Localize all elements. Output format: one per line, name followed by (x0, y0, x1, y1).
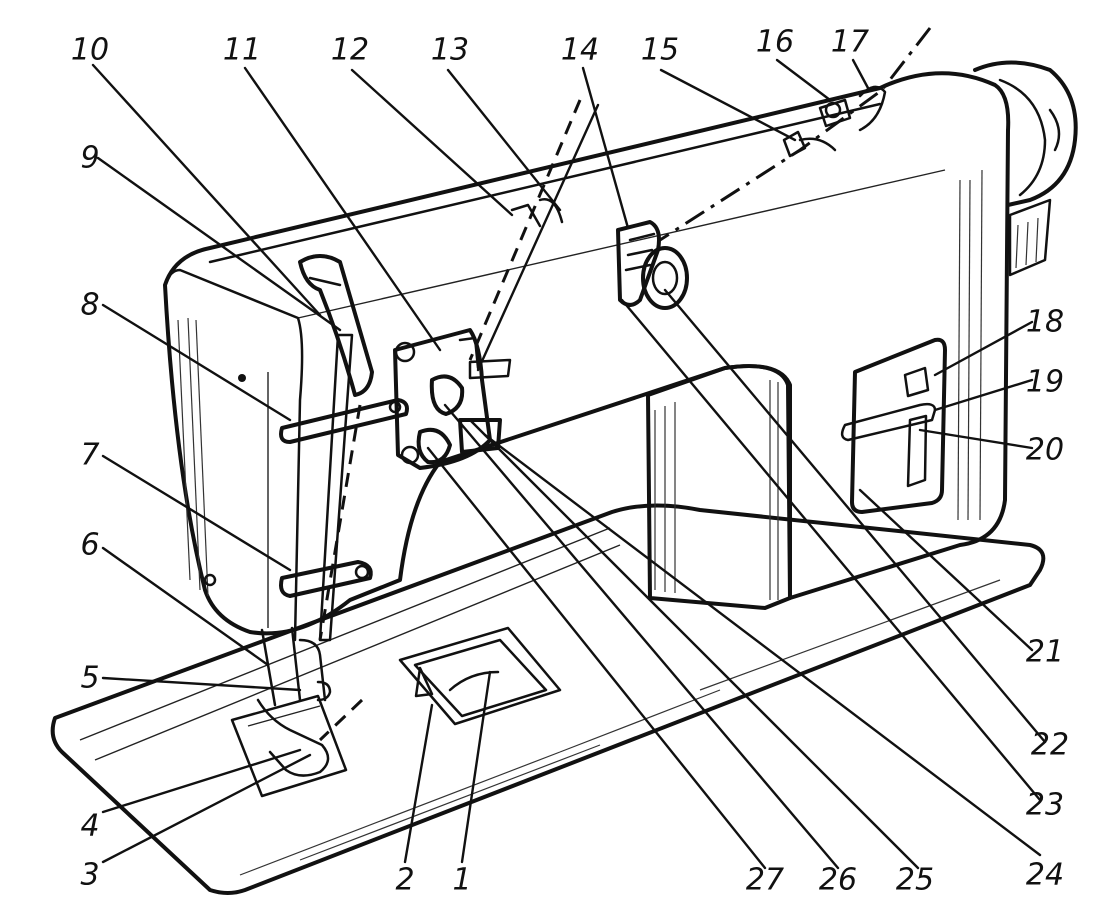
levers (279, 398, 409, 598)
bobbin-winder (616, 220, 689, 310)
callout-10: 10 (71, 33, 109, 68)
callout-1: 1 (452, 863, 471, 898)
leader-lines (91, 58, 1047, 870)
needle-bar (256, 333, 354, 777)
callout-7: 7 (80, 438, 99, 473)
take-up-lever (298, 254, 374, 397)
stitch-regulator (840, 337, 947, 514)
callout-8: 8 (80, 288, 99, 323)
callout-9: 9 (80, 141, 99, 176)
callout-20: 20 (1026, 433, 1064, 468)
callout-5: 5 (80, 661, 99, 696)
pillar (646, 364, 792, 610)
callout-2: 2 (395, 863, 414, 898)
handwheel (973, 60, 1078, 277)
callout-14: 14 (561, 33, 599, 68)
callout-3: 3 (80, 858, 99, 893)
slide-plate (398, 626, 562, 726)
callout-24: 24 (1026, 858, 1064, 893)
callout-26: 26 (819, 863, 857, 898)
callout-23: 23 (1026, 788, 1064, 823)
machine-arm (163, 71, 1011, 642)
callout-13: 13 (431, 33, 469, 68)
callout-labels: 1 2 3 4 5 6 7 8 9 10 11 12 13 14 15 16 1… (71, 25, 1069, 898)
callout-22: 22 (1031, 728, 1069, 763)
callout-17: 17 (831, 25, 869, 60)
callout-4: 4 (80, 809, 99, 844)
thread-path (318, 27, 932, 742)
callout-12: 12 (331, 33, 369, 68)
callout-11: 11 (223, 33, 261, 68)
bed-plate (50, 503, 1046, 895)
callout-27: 27 (746, 863, 784, 898)
needle-plate (230, 694, 348, 798)
callout-6: 6 (80, 528, 99, 563)
callout-18: 18 (1026, 305, 1064, 340)
tension-assembly (393, 328, 512, 470)
callout-19: 19 (1026, 365, 1064, 400)
callout-25: 25 (896, 863, 934, 898)
callout-15: 15 (641, 33, 679, 68)
callout-16: 16 (756, 25, 794, 60)
callout-21: 21 (1026, 635, 1064, 670)
